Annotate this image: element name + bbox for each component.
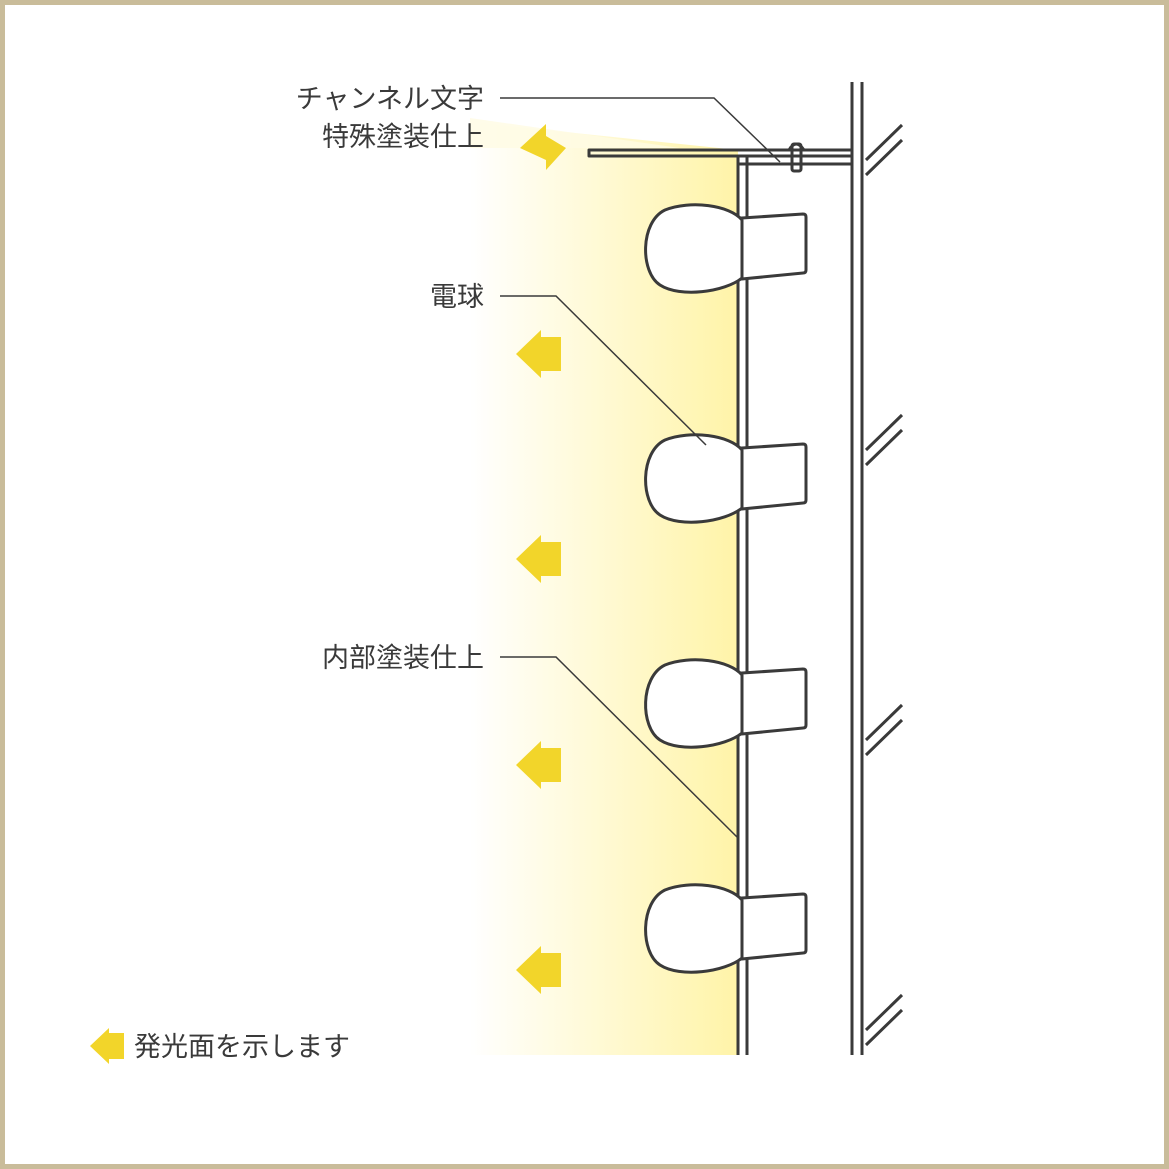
wall-break-1 (864, 123, 904, 177)
left-arrow-icon (90, 1028, 124, 1064)
light-bulb-icon (644, 433, 808, 524)
wall-break-4 (864, 993, 904, 1047)
left-arrow-icon (520, 124, 566, 170)
left-arrow-icon (516, 741, 561, 789)
glow-top-beam (470, 118, 680, 148)
light-bulb-icon (644, 658, 808, 749)
left-arrow-icon (516, 535, 561, 583)
wall-break-3 (864, 703, 904, 757)
left-arrow-icon (516, 946, 561, 994)
legend-label: 発光面を示します (134, 1032, 350, 1063)
label-interior-paint: 内部塗装仕上 (322, 643, 484, 674)
label-bulb: 電球 (430, 282, 484, 313)
light-bulb-icon (644, 883, 808, 974)
leader-channel-letter (500, 97, 781, 163)
left-arrow-icon (516, 330, 561, 378)
wall-break-2 (864, 413, 904, 467)
leader-interior-paint (500, 656, 739, 839)
leader-bulb (500, 295, 707, 446)
label-channel-letter: チャンネル文字 (296, 84, 484, 115)
wall (850, 82, 904, 1055)
legend: 発光面を示します (90, 1028, 350, 1064)
light-bulb-icon (644, 203, 808, 294)
label-special-paint: 特殊塗装仕上 (322, 122, 484, 153)
